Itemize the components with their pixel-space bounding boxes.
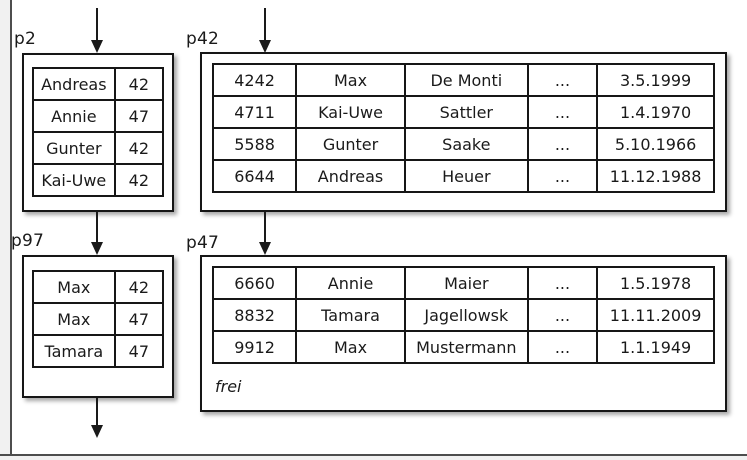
- table-cell: 9912: [211, 330, 298, 364]
- page-label-p97: p97: [11, 231, 45, 251]
- table-cell: 5.10.1966: [596, 127, 715, 161]
- arrow-head-icon: [91, 242, 103, 255]
- arrow-head-icon: [259, 242, 271, 255]
- table-cell: 4711: [211, 95, 298, 129]
- table-cell: Annie: [32, 99, 116, 133]
- arrow-head-icon: [91, 40, 103, 53]
- table-cell: Saake: [403, 127, 529, 161]
- table-cell: 47: [113, 99, 165, 133]
- table-cell: Mustermann: [403, 330, 529, 364]
- table-cell: 42: [113, 270, 165, 304]
- table-cell: 6644: [211, 159, 298, 193]
- table-cell: 42: [113, 131, 165, 165]
- table-cell: Heuer: [403, 159, 529, 193]
- table-cell: 6660: [211, 266, 298, 300]
- table-cell: 42: [113, 163, 165, 197]
- table-cell: Andreas: [295, 159, 406, 193]
- table-cell: Gunter: [32, 131, 116, 165]
- table-cell: ...: [526, 95, 599, 129]
- table-cell: ...: [526, 159, 599, 193]
- page-label-p42: p42: [186, 29, 220, 49]
- table-cell: ...: [526, 330, 599, 364]
- page-backdrop-bottom: [0, 456, 747, 460]
- table-cell: Kai-Uwe: [295, 95, 406, 129]
- table-cell: Kai-Uwe: [32, 163, 116, 197]
- table-cell: 1.4.1970: [596, 95, 715, 129]
- table-cell: Tamara: [32, 334, 116, 368]
- table-cell: 3.5.1999: [596, 63, 715, 97]
- page-backdrop-left: [0, 0, 10, 460]
- table-cell: Maier: [403, 266, 529, 300]
- table-cell: ...: [526, 298, 599, 332]
- table-cell: 47: [113, 302, 165, 336]
- table-cell: 11.11.2009: [596, 298, 715, 332]
- table-cell: ...: [526, 266, 599, 300]
- table-cell: 4242: [211, 63, 298, 97]
- table-cell: Max: [32, 270, 116, 304]
- table-cell: 5588: [211, 127, 298, 161]
- arrow-line: [96, 8, 98, 42]
- arrow-line: [264, 8, 266, 42]
- table-cell: Andreas: [32, 67, 116, 101]
- table-cell: 1.1.1949: [596, 330, 715, 364]
- page-label-p2: p2: [14, 29, 37, 49]
- table-cell: Gunter: [295, 127, 406, 161]
- arrow-line: [96, 212, 98, 244]
- table-cell: Max: [32, 302, 116, 336]
- table-cell: 1.5.1978: [596, 266, 715, 300]
- page-label-p47: p47: [186, 233, 220, 253]
- table-cell: Max: [295, 330, 406, 364]
- table-cell: De Monti: [403, 63, 529, 97]
- free-space-label: frei: [215, 377, 242, 396]
- table-cell: 42: [113, 67, 165, 101]
- arrow-head-icon: [259, 40, 271, 53]
- table-cell: 11.12.1988: [596, 159, 715, 193]
- arrow-head-icon: [91, 425, 103, 438]
- table-cell: Tamara: [295, 298, 406, 332]
- table-cell: Sattler: [403, 95, 529, 129]
- table-cell: 8832: [211, 298, 298, 332]
- arrow-line: [96, 398, 98, 426]
- table-cell: 47: [113, 334, 165, 368]
- table-cell: ...: [526, 127, 599, 161]
- table-cell: Max: [295, 63, 406, 97]
- table-cell: ...: [526, 63, 599, 97]
- page-bottom-border: [0, 454, 747, 456]
- page-left-border: [10, 0, 12, 456]
- table-cell: Jagellowsk: [403, 298, 529, 332]
- table-cell: Annie: [295, 266, 406, 300]
- arrow-line: [264, 212, 266, 244]
